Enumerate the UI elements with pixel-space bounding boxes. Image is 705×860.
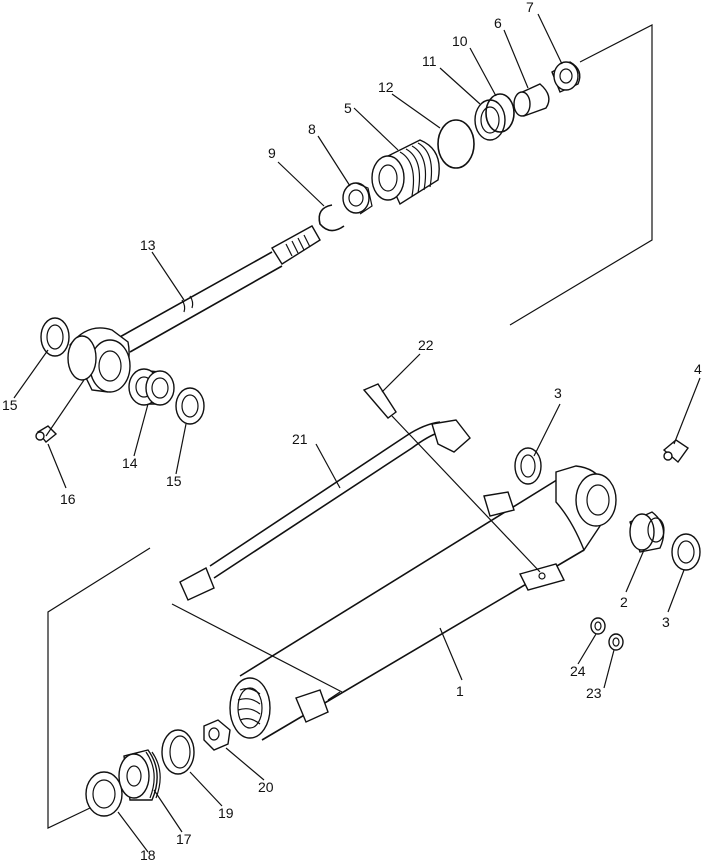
part-12-o-ring bbox=[437, 119, 475, 169]
part-3-dust-seal-b bbox=[671, 533, 701, 571]
callout-11: 11 bbox=[422, 53, 437, 69]
callout-19: 19 bbox=[218, 805, 234, 821]
callout-15-left: 15 bbox=[2, 397, 18, 413]
part-15-dust-seal-a bbox=[40, 317, 70, 357]
callout-12: 12 bbox=[378, 79, 394, 95]
piston-rod bbox=[117, 225, 321, 353]
callout-1: 1 bbox=[456, 683, 464, 699]
part-21-hose bbox=[179, 419, 471, 601]
part-8-nut bbox=[342, 182, 373, 215]
part-11-backup-ring bbox=[474, 99, 506, 141]
callout-6: 6 bbox=[494, 15, 502, 31]
callout-20: 20 bbox=[258, 779, 274, 795]
part-16-grease-fitting bbox=[35, 425, 58, 443]
part-14-bushing bbox=[128, 368, 175, 406]
part-22-bolt bbox=[362, 383, 541, 573]
callout-5: 5 bbox=[344, 100, 352, 116]
callout-23: 23 bbox=[586, 685, 602, 701]
tube-mounting-plate bbox=[518, 563, 566, 591]
callout-9: 9 bbox=[268, 145, 276, 161]
part-1-cylinder-tube bbox=[229, 465, 617, 741]
callout-3-lower: 3 bbox=[662, 614, 670, 630]
callout-15-right: 15 bbox=[166, 473, 182, 489]
part-2-bushing bbox=[629, 511, 665, 553]
callout-24: 24 bbox=[570, 663, 586, 679]
part-7-dust-seal bbox=[551, 61, 581, 93]
part-17-piston bbox=[118, 749, 161, 801]
callout-21: 21 bbox=[292, 431, 308, 447]
callout-18: 18 bbox=[140, 847, 156, 860]
leader-lines bbox=[13, 13, 701, 853]
part-19-wear-ring bbox=[161, 729, 195, 775]
lower-assembly-bracket bbox=[47, 547, 151, 829]
callout-14: 14 bbox=[122, 455, 138, 471]
callout-7: 7 bbox=[526, 0, 534, 15]
part-5-cylinder-head bbox=[371, 139, 440, 206]
part-15-dust-seal-b bbox=[175, 387, 205, 425]
part-9-snap-ring bbox=[318, 204, 345, 232]
part-3-dust-seal-a bbox=[514, 447, 542, 485]
callout-4: 4 bbox=[694, 361, 702, 377]
part-4-fitting bbox=[662, 439, 689, 464]
callout-13: 13 bbox=[140, 237, 156, 253]
part-24-washer bbox=[590, 617, 606, 635]
callout-17: 17 bbox=[176, 831, 192, 847]
rod-eye bbox=[67, 327, 131, 393]
part-10-o-ring bbox=[485, 93, 515, 133]
callout-22: 22 bbox=[418, 337, 434, 353]
callout-2: 2 bbox=[620, 594, 628, 610]
upper-assembly-bracket bbox=[509, 24, 653, 326]
part-6-bushing bbox=[513, 83, 550, 117]
part-23-nut bbox=[608, 633, 624, 651]
part-18-seal bbox=[85, 771, 123, 817]
callout-16: 16 bbox=[60, 491, 76, 507]
callout-10: 10 bbox=[452, 33, 468, 49]
callout-8: 8 bbox=[308, 121, 316, 137]
callout-3-upper: 3 bbox=[554, 385, 562, 401]
part-20-nut bbox=[203, 719, 231, 751]
